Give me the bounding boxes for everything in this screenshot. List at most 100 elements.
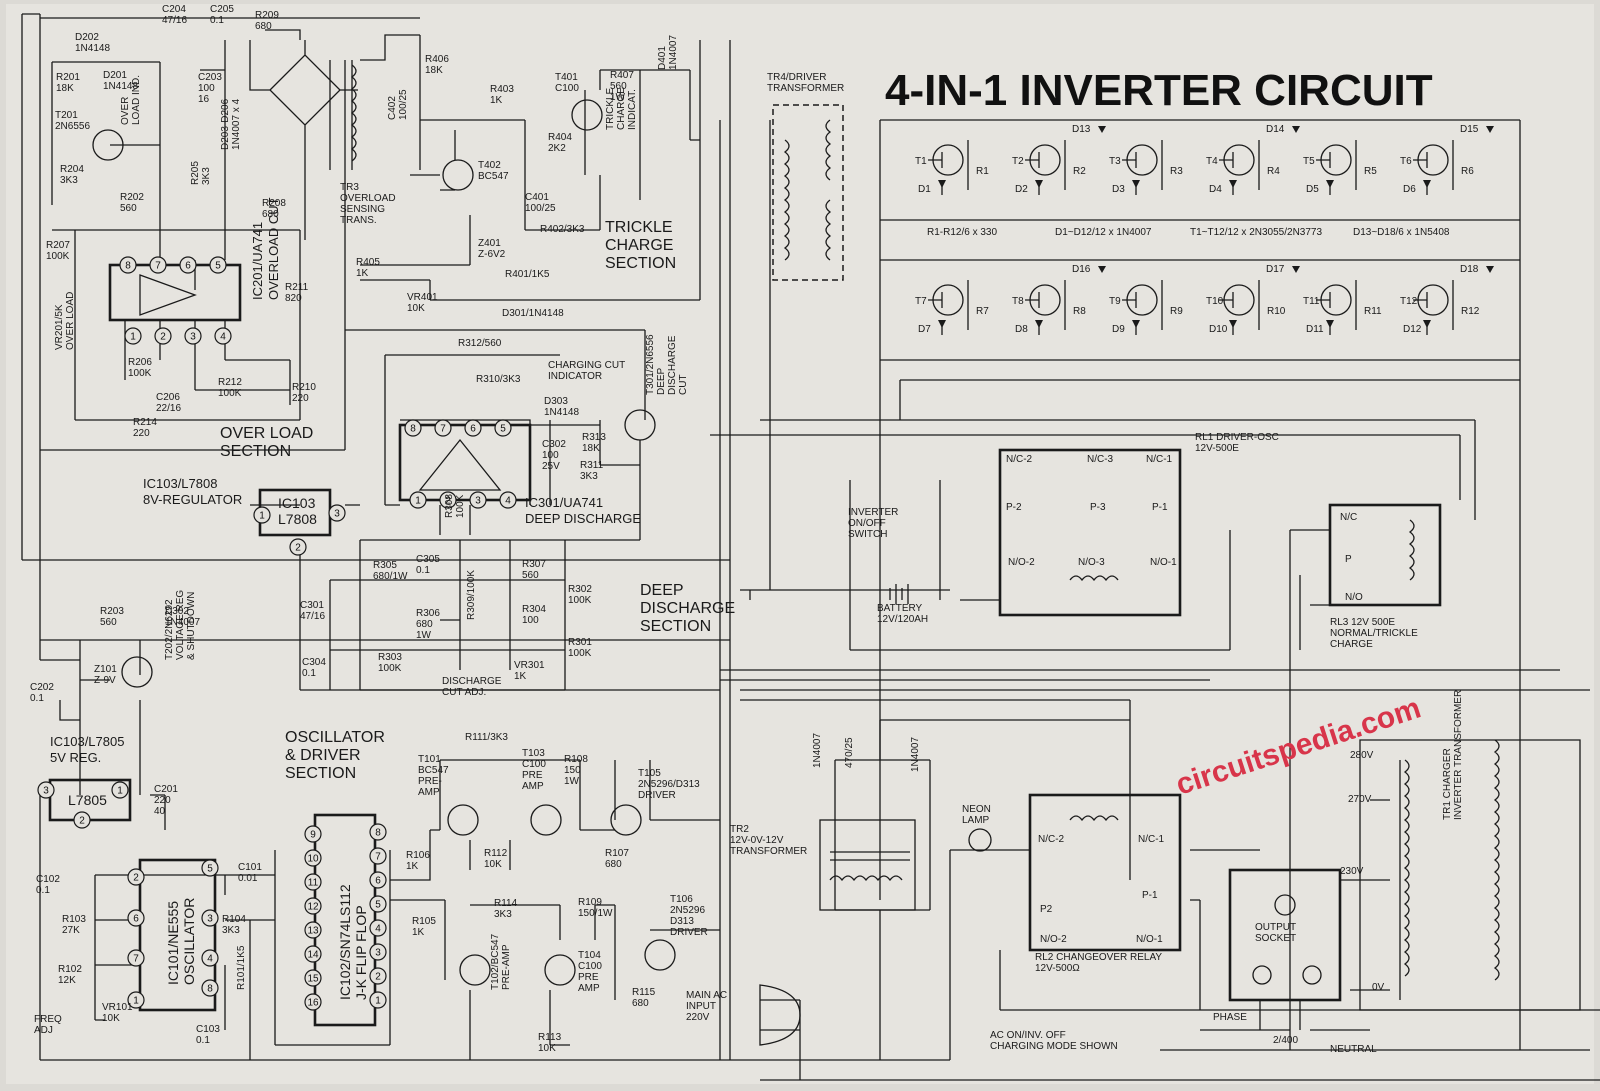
rl2-coil — [1069, 815, 1119, 822]
pin-l7808-3 — [328, 504, 346, 522]
pin-label-ls112_left-12: 12 — [307, 902, 319, 913]
pin-ic301_bot-2 — [439, 491, 457, 509]
label-t202: T202/2N6292VOLTAGE REG& SHUTDOWN — [164, 590, 197, 660]
pin-label-ne555_right-8: 8 — [207, 984, 213, 995]
pin-label-ic301_top-5: 5 — [500, 424, 506, 435]
rl1-contact-4: P-3 — [1090, 502, 1106, 513]
pin-label-ic201_bot-4: 4 — [220, 332, 226, 343]
tr4-primary-coil — [783, 139, 790, 261]
label-d15: D15 — [1460, 124, 1479, 135]
socket-hole-left — [1252, 965, 1272, 985]
label-r1legend: R1-R12/6 x 330 — [927, 227, 997, 238]
pin-label-ls112_right-5: 5 — [375, 900, 381, 911]
pin-ic201_bot-1 — [124, 327, 142, 345]
rl1-contact-7: N/O-3 — [1078, 557, 1105, 568]
diode-d15 — [1486, 126, 1494, 133]
label-d8: D8 — [1015, 324, 1028, 335]
rl2-contact-1: N/C-1 — [1138, 834, 1165, 845]
battery-cells — [889, 584, 909, 604]
pin-ls112_right-2 — [369, 967, 387, 985]
pin-ic301_top-6 — [464, 419, 482, 437]
pin-ic201_top-5 — [209, 256, 227, 274]
pin-ls112_left-13 — [304, 921, 322, 939]
pin-ne555_left-6 — [127, 909, 145, 927]
pin-label-ic301_bot-4: 4 — [505, 496, 511, 507]
diode-d2 — [1035, 180, 1043, 188]
pin-label-l7805-2: 2 — [79, 816, 85, 827]
pin-l7808-2 — [289, 538, 307, 556]
label-d9: D9 — [1112, 324, 1125, 335]
label-t1legend: T1~T12/12 x 2N3055/2N3773 — [1190, 227, 1322, 238]
label-r10: R10 — [1267, 306, 1286, 317]
pin-ic201_top-6 — [179, 256, 197, 274]
pin-label-ic301_top-6: 6 — [470, 424, 476, 435]
label-r6: R6 — [1461, 166, 1474, 177]
label-t4: T4 — [1206, 156, 1218, 167]
rl2-contact-0: N/C-2 — [1038, 834, 1065, 845]
pin-ls112_right-8 — [369, 823, 387, 841]
stage-wire-t7 — [928, 280, 969, 335]
socket-hole-right — [1302, 965, 1322, 985]
label-r309: R309/100K — [466, 570, 477, 620]
label-r12: R12 — [1461, 306, 1480, 317]
rl3-contact-2: N/O — [1345, 592, 1363, 603]
pin-ic301_top-7 — [434, 419, 452, 437]
stage-wire-t11 — [1316, 280, 1357, 335]
label-r11: R11 — [1364, 306, 1382, 317]
pin-label-ic201_bot-3: 3 — [190, 332, 196, 343]
label-cap2400: 2/400 — [1273, 1035, 1298, 1046]
pin-label-ls112_left-9: 9 — [310, 830, 316, 841]
rl1-coil — [1069, 575, 1119, 582]
mains-plug — [759, 984, 801, 1046]
diode-d3 — [1132, 180, 1140, 188]
rl1-contact-3: P-2 — [1006, 502, 1022, 513]
label-d13legend: D13~D18/6 x 1N5408 — [1353, 227, 1450, 238]
rl3-contact-1: P — [1345, 554, 1352, 565]
pin-ic301_top-8 — [404, 419, 422, 437]
pin-label-l7808-2: 2 — [295, 543, 301, 554]
pin-ne555_left-2 — [127, 868, 145, 886]
rl2-contact-5: N/O-1 — [1136, 934, 1163, 945]
rl2-contact-2: P2 — [1040, 904, 1053, 915]
pin-ls112_right-6 — [369, 871, 387, 889]
ic101-body — [138, 858, 217, 1012]
pin-l7805-2 — [73, 811, 91, 829]
pin-label-ls112_left-10: 10 — [307, 854, 319, 865]
label-d18: D18 — [1460, 264, 1479, 275]
label-d16: D16 — [1072, 264, 1091, 275]
